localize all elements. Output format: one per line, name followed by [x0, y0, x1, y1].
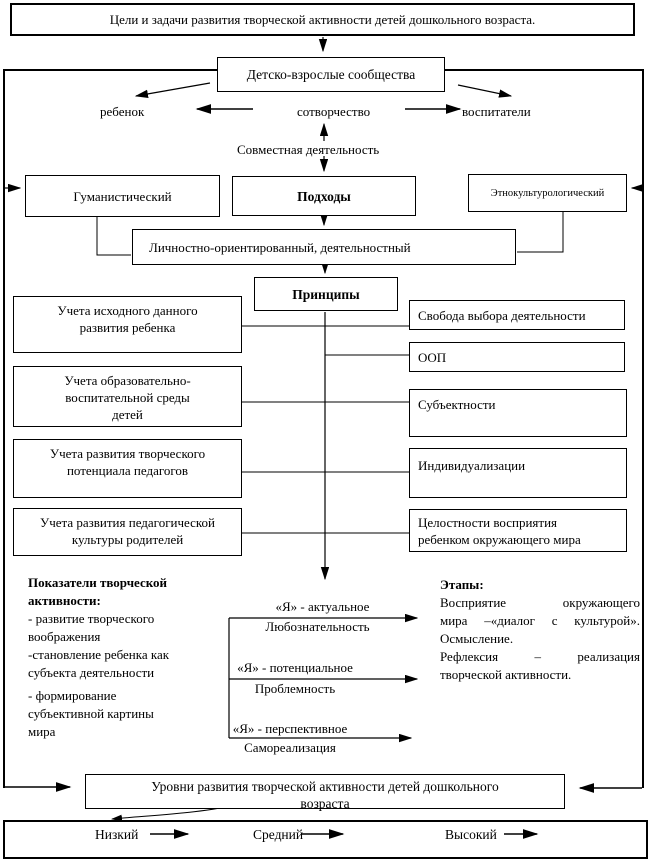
principle-line: Учета исходного данного — [57, 303, 198, 318]
indicator-item: воображения — [28, 629, 101, 644]
principle-subjectness-box: Субъектности — [409, 389, 627, 437]
indicator-item: -становление ребенка как — [28, 647, 170, 662]
principle-line: Индивидуализации — [418, 458, 526, 473]
self-level-name: Любознательность — [265, 619, 370, 634]
levels-strip — [3, 820, 648, 859]
principle-line: Учета развития педагогической — [40, 515, 215, 530]
stages-line: Осмысление. — [440, 631, 514, 646]
principle-line: Свобода выбора деятельности — [418, 307, 586, 323]
ethnocultural-label: Этнокультурологический — [490, 187, 605, 199]
principle-line: детей — [112, 407, 143, 422]
principle-line: Целостности восприятия — [418, 515, 558, 530]
principle-line: Субъектности — [418, 397, 496, 412]
principle-line: культуры родителей — [71, 532, 184, 547]
principle-line: развития ребенка — [79, 320, 176, 335]
indicators-block: Показатели творческой активности: - разв… — [28, 574, 208, 741]
principle-line: воспитательной среды — [65, 390, 190, 405]
level-high-label: Высокий — [445, 827, 497, 842]
stages-line: Рефлексия–реализация — [440, 649, 640, 664]
educators-label: воспитатели — [462, 104, 531, 119]
principle-individualization-box: Индивидуализации — [409, 448, 627, 498]
levels-box-line: Уровни развития творческой активности де… — [151, 779, 499, 794]
principle-parent-culture-box: Учета развития педагогической культуры р… — [13, 508, 242, 556]
connector-humanistic — [96, 217, 131, 256]
indicator-item: - формирование — [28, 688, 117, 703]
principle-line: Учета образовательно- — [64, 373, 191, 388]
principle-line: ООП — [418, 349, 447, 365]
personal-approach-box: Личностно-ориентированный, деятельностны… — [132, 229, 516, 265]
principle-line: ребенком окружающего мира — [418, 532, 581, 547]
levels-box-line: возраста — [300, 796, 350, 811]
communities-label: Детско-взрослые сообщества — [246, 67, 416, 82]
stages-heading: Этапы: — [440, 577, 484, 592]
self-level-name: Проблемность — [254, 681, 336, 696]
humanistic-label: Гуманистический — [73, 188, 172, 204]
self-level-label: «Я» - потенциальное — [237, 660, 353, 675]
principle-educational-environment-box: Учета образовательно- воспитательной сре… — [13, 366, 242, 427]
approaches-heading: Подходы — [297, 188, 351, 204]
self-level-name: Самореализация — [244, 740, 336, 755]
stages-line: творческой активности. — [440, 667, 572, 682]
humanistic-approach-box: Гуманистический — [25, 175, 220, 217]
joint-activity-label: Совместная деятельность — [237, 142, 380, 157]
personal-approach-label: Личностно-ориентированный, деятельностны… — [149, 239, 411, 255]
principle-oop-box: ООП — [409, 342, 625, 372]
level-middle-label: Средний — [253, 827, 304, 842]
child-label: ребенок — [100, 104, 145, 119]
level-low-label: Низкий — [95, 827, 139, 842]
principle-teacher-potential-box: Учета развития творческого потенциала пе… — [13, 439, 242, 498]
ethnocultural-approach-box: Этнокультурологический — [468, 174, 627, 212]
communities-box: Детско-взрослые сообщества — [217, 57, 445, 92]
principle-freedom-box: Свобода выбора деятельности — [409, 300, 625, 330]
indicator-item: субъективной картины — [28, 706, 154, 721]
page-title: Цели и задачи развития творческой активн… — [109, 12, 536, 27]
arrow-communities-to-educators — [457, 84, 513, 98]
levels-box: Уровни развития творческой активности де… — [85, 774, 565, 811]
indicator-item: субъекта деятельности — [28, 665, 155, 680]
indicators-heading: активности: — [28, 593, 101, 608]
principle-initial-development-box: Учета исходного данного развития ребенка — [13, 296, 242, 353]
principle-integrity-box: Целостности восприятия ребенком окружающ… — [409, 509, 627, 552]
self-level-perspective: «Я» - перспективное Самореализация — [195, 721, 385, 755]
self-level-actual: «Я» - актуальное Любознательность — [220, 599, 410, 634]
self-level-potential: «Я» - потенциальное Проблемность — [200, 660, 390, 696]
indicators-heading: Показатели творческой — [28, 575, 168, 590]
approaches-box: Подходы — [232, 176, 416, 216]
title-box: Цели и задачи развития творческой активн… — [10, 3, 635, 36]
principle-line: Учета развития творческого — [49, 446, 206, 461]
connector-ethnocultural — [517, 212, 564, 253]
arrow-communities-to-child — [134, 82, 211, 99]
principles-box: Принципы — [254, 277, 398, 311]
self-level-label: «Я» - перспективное — [232, 721, 348, 736]
indicator-item: - развитие творческого — [28, 611, 155, 626]
cocreation-label: сотворчество — [297, 104, 371, 119]
principles-heading: Принципы — [292, 286, 360, 302]
principle-line: потенциала педагогов — [66, 463, 189, 478]
indicator-item: мира — [28, 724, 56, 739]
self-level-label: «Я» - актуальное — [275, 599, 370, 614]
